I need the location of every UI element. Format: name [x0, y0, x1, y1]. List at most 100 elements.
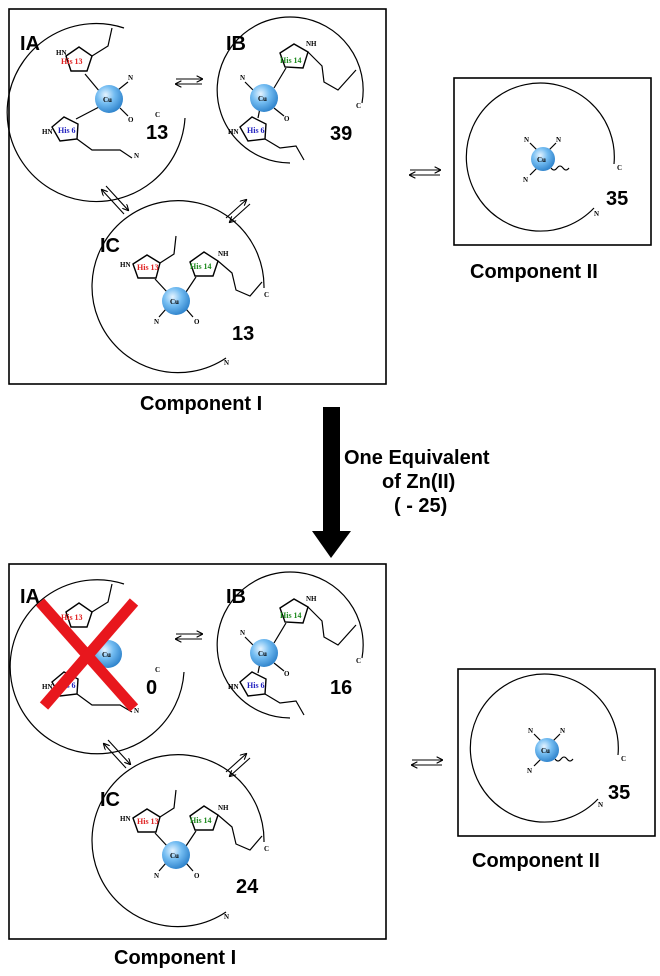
equilibrium-arrows-top: [102, 79, 440, 222]
n-terminus-label: N: [134, 707, 139, 715]
component-ii-bottom: Cu N N N C N 35: [469, 673, 630, 823]
coord-bond: [185, 276, 197, 293]
complex-label: IA: [20, 33, 40, 55]
cu-symbol: Cu: [541, 747, 550, 755]
nh-label: HN: [56, 49, 67, 57]
n-label: N: [560, 727, 565, 735]
peptide-loop: [91, 754, 265, 928]
n-label: N: [528, 727, 533, 735]
component-i-frame-bottom: [8, 563, 387, 940]
nh-label: HN: [42, 683, 53, 691]
complex-ib-top: IB Cu His 14 His 6 NH HN N O C 39: [216, 16, 364, 164]
cu-symbol: Cu: [103, 96, 112, 104]
his-label: His 13: [61, 613, 83, 622]
n-label: N: [128, 74, 133, 82]
o-label: O: [284, 670, 290, 678]
c-terminus-label: C: [155, 666, 160, 674]
nh-label: HN: [120, 261, 131, 269]
n-label: N: [240, 74, 245, 82]
cu-symbol: Cu: [102, 651, 111, 659]
nh-label: HN: [228, 683, 239, 691]
complex-label: IA: [20, 586, 40, 608]
his-label: His 6: [247, 126, 265, 135]
coord-bond: [185, 862, 194, 872]
coord-bond: [533, 758, 542, 767]
population-value: 13: [232, 323, 254, 345]
wavy-bond: [554, 756, 574, 762]
equilibrium-arrow-ia-ib: [176, 79, 202, 84]
complex-label: IC: [100, 789, 120, 811]
complex-ia-top: IA Cu His 13 His 6 HN HN N O C N 13: [6, 22, 186, 203]
imidazole-ring: [279, 598, 309, 624]
his-label: His 13: [137, 263, 159, 272]
his-label: His 6: [58, 126, 76, 135]
population-value: 39: [330, 123, 352, 145]
equilibrium-arrow-ib-ic: [225, 754, 251, 776]
c-terminus-label: C: [621, 755, 626, 763]
peptide-loop: [469, 673, 619, 823]
c-terminus-label: C: [617, 164, 622, 172]
n-terminus-label: N: [224, 913, 229, 921]
coord-bond: [273, 67, 287, 89]
coord-bond: [273, 107, 285, 117]
c-terminus-label: C: [155, 111, 160, 119]
coord-bond: [529, 142, 538, 151]
n-terminus-label: N: [224, 359, 229, 367]
nh-label: HN: [120, 815, 131, 823]
cu-symbol: Cu: [170, 298, 179, 306]
population-value: 0: [146, 677, 157, 699]
side-chain: [159, 235, 177, 264]
arrow-label-line1: One Equivalent: [344, 447, 490, 469]
side-chain: [307, 51, 357, 91]
cu-sphere: [531, 147, 555, 171]
coord-bond: [529, 167, 538, 176]
nh-label: NH: [218, 804, 229, 812]
his-label: His 14: [280, 56, 302, 65]
o-label: O: [194, 318, 200, 326]
coord-bond: [158, 308, 167, 318]
side-chain: [264, 693, 305, 716]
o-label: O: [194, 872, 200, 880]
coord-bond: [154, 832, 169, 848]
complex-ic-top: IC Cu His 13 His 14 HN NH N O C N 13: [91, 200, 269, 374]
side-chain: [76, 138, 133, 159]
n-label: N: [524, 136, 529, 144]
c-terminus-label: C: [356, 657, 361, 665]
nh-label: HN: [42, 128, 53, 136]
coord-bond: [244, 636, 254, 646]
population-value: 16: [330, 677, 352, 699]
nh-label: NH: [306, 595, 317, 603]
population-value: 24: [236, 876, 259, 898]
complex-label: IC: [100, 235, 120, 257]
n-label: N: [154, 318, 159, 326]
coord-bond: [244, 81, 254, 91]
nh-label: HN: [228, 128, 239, 136]
side-chain: [217, 814, 263, 851]
population-value: 35: [606, 188, 628, 210]
imidazole-ring: [65, 602, 93, 628]
coord-bond: [548, 142, 557, 151]
coord-bond: [273, 622, 287, 644]
imidazole-ring: [189, 251, 219, 277]
complex-ic-bottom: IC Cu His 13 His 14 HN NH N O C N 24: [91, 754, 269, 928]
coord-bond: [273, 662, 285, 672]
c-terminus-label: C: [264, 845, 269, 853]
component-i-label-bottom: Component I: [114, 947, 236, 969]
side-chain: [159, 789, 177, 818]
component-ii-frame-bottom: [457, 668, 656, 837]
population-value: 13: [146, 122, 168, 144]
side-chain: [264, 138, 305, 161]
imidazole-ring: [132, 254, 161, 279]
coord-bond: [552, 733, 561, 742]
his-label: His 13: [137, 817, 159, 826]
peptide-loop: [216, 571, 364, 719]
his-label: His 14: [280, 611, 302, 620]
o-label: O: [128, 116, 134, 124]
complex-ib-bottom: IB Cu His 14 His 6 NH HN N O C 16: [216, 571, 364, 719]
n-terminus-label: N: [134, 152, 139, 160]
equilibrium-arrow-ib-ic: [225, 200, 251, 222]
o-label: O: [284, 115, 290, 123]
equilibrium-arrow-ia-ib: [176, 634, 202, 639]
equilibrium-arrow-i-ii-top: [410, 170, 440, 175]
